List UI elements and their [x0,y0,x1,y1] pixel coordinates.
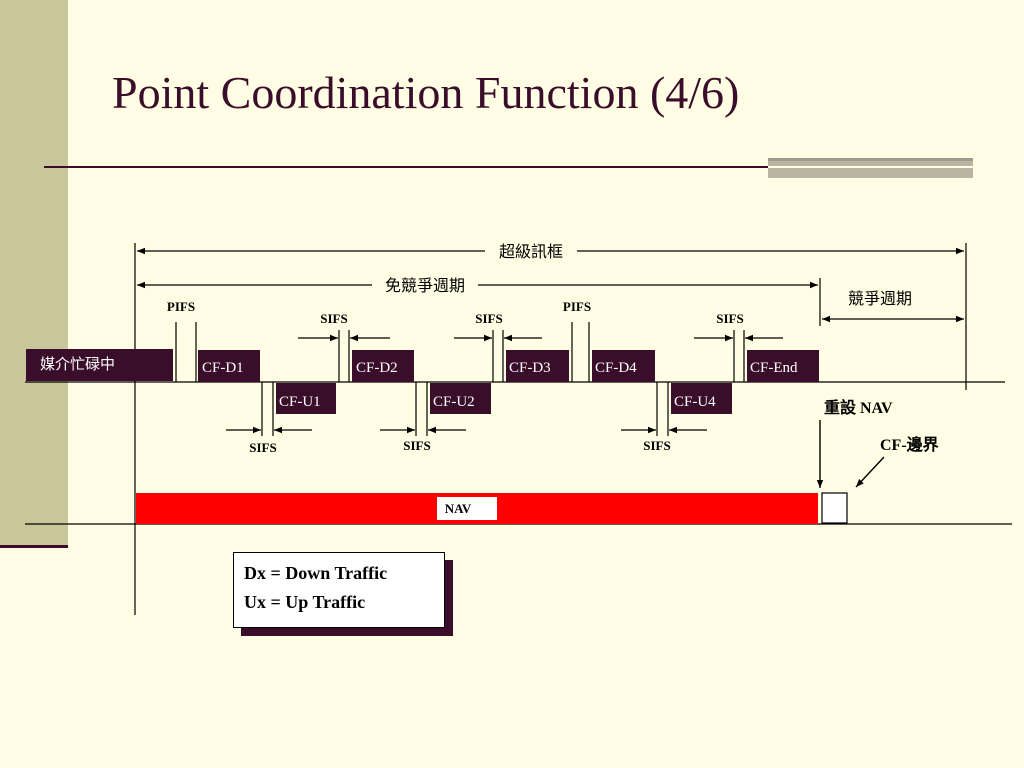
superframe-label: 超級訊框 [499,243,563,261]
frame-cf-u1-label: CF-U1 [279,394,321,410]
cf-boundary-label: CF-邊界 [880,435,939,454]
cp-label: 競爭週期 [848,290,912,308]
frame-cf-d1 [198,350,260,382]
title-accent-bar [768,158,973,178]
frame-cf-u2-label: CF-U2 [433,394,475,410]
frame-cf-u4-label: CF-U4 [674,394,716,410]
pifs-label-1: PIFS [167,299,195,314]
slide-title: Point Coordination Function (4/6) [112,67,740,118]
frame-cf-d2-label: CF-D2 [356,360,398,376]
frame-cf-u2 [430,383,491,414]
title-rule [44,166,972,168]
sifs-label: SIFS [320,311,347,326]
sifs-label: SIFS [475,311,502,326]
left-decor-line [0,545,68,548]
cf-boundary-arrow [855,456,885,488]
frame-cf-u4 [671,383,732,414]
left-decor-bar [0,0,68,545]
frame-cf-d1-label: CF-D1 [202,360,244,376]
frame-cf-d3 [506,350,569,382]
medium-busy-block [26,349,173,381]
nav-label: NAV [445,501,472,516]
reset-nav-label: 重設 NAV [824,398,893,417]
frame-cf-end-label: CF-End [750,360,798,376]
medium-busy-label: 媒介忙碌中 [40,356,115,373]
cf-boundary-box [821,492,848,524]
sifs-label: SIFS [716,311,743,326]
pifs-label-2: PIFS [563,299,591,314]
legend-down-traffic: Dx = Down Traffic [244,563,388,583]
sifs-label: SIFS [643,438,670,453]
legend-box: Dx = Down Traffic Ux = Up Traffic [233,552,445,628]
frame-cf-d2 [352,350,414,382]
cfp-label: 免競爭週期 [385,277,465,295]
frame-cf-d4 [592,350,655,382]
frame-cf-d4-label: CF-D4 [595,360,637,376]
frame-cf-u1 [276,383,336,414]
sifs-label: SIFS [403,438,430,453]
sifs-label: SIFS [249,440,276,455]
legend-up-traffic: Ux = Up Traffic [244,592,366,612]
frame-cf-d3-label: CF-D3 [509,360,551,376]
frame-cf-end [747,350,819,382]
nav-label-box [437,497,497,520]
